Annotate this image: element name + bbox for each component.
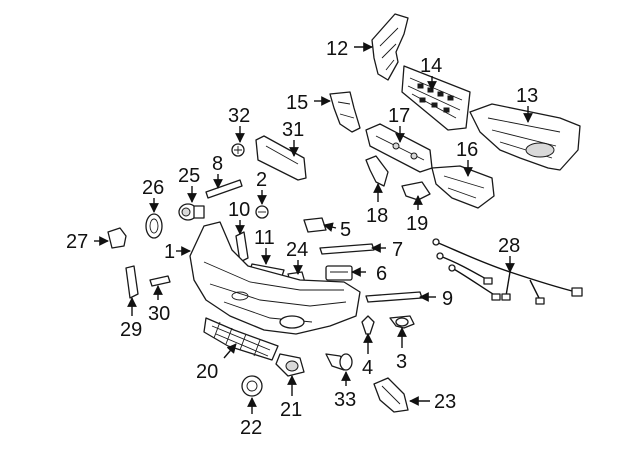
callout-30: 30: [148, 303, 170, 325]
callout-1: 1: [164, 241, 175, 263]
callout-7: 7: [392, 239, 403, 261]
part-33-fog-lamp: [325, 353, 353, 371]
part-3-rivet: [389, 315, 415, 329]
part-2-bolt: [255, 205, 269, 219]
part-12-bracket: [371, 13, 409, 81]
part-9-molding: [365, 291, 423, 303]
part-1-bumper-cover: [189, 221, 361, 335]
callout-23: 23: [434, 391, 456, 413]
callout-8: 8: [212, 153, 223, 175]
part-5-module: [303, 217, 327, 233]
part-32-screw: [231, 143, 245, 157]
part-19-bracket: [401, 181, 431, 201]
part-16-bracket: [431, 165, 495, 209]
callout-25: 25: [178, 165, 200, 187]
callout-13: 13: [516, 85, 538, 107]
part-25-sensor: [178, 203, 205, 221]
part-7-molding: [319, 243, 375, 255]
part-26-ring: [145, 213, 163, 239]
callout-19: 19: [406, 213, 428, 235]
callout-33: 33: [334, 389, 356, 411]
callout-28: 28: [498, 235, 520, 257]
part-21-fog-trim: [275, 353, 305, 377]
callout-16: 16: [456, 139, 478, 161]
part-27-clip: [107, 227, 127, 249]
callout-17: 17: [388, 105, 410, 127]
callout-15: 15: [286, 92, 308, 114]
callout-24: 24: [286, 239, 308, 261]
callout-21: 21: [280, 399, 302, 421]
callout-3: 3: [396, 351, 407, 373]
part-23-bracket: [373, 377, 409, 413]
part-15-bracket: [329, 91, 361, 133]
callout-10: 10: [228, 199, 250, 221]
part-22-ring: [241, 375, 263, 397]
callout-12: 12: [326, 38, 348, 60]
part-31-plate: [255, 135, 307, 181]
part-13-absorber: [469, 103, 581, 171]
part-8-strip: [205, 179, 243, 199]
callout-2: 2: [256, 169, 267, 191]
callout-26: 26: [142, 177, 164, 199]
callout-6: 6: [376, 263, 387, 285]
part-30-clip: [149, 275, 171, 287]
callout-labels: 1 2 3 4 5 6 7 8 9 10 11 12 13 14 15 16 1…: [66, 38, 538, 439]
callout-22: 22: [240, 417, 262, 439]
callout-4: 4: [362, 357, 373, 379]
callout-20: 20: [196, 361, 218, 383]
callout-9: 9: [442, 288, 453, 310]
callout-29: 29: [120, 319, 142, 341]
leader-lines: [94, 42, 533, 414]
callout-32: 32: [228, 105, 250, 127]
part-20-grille: [203, 317, 279, 361]
part-18-bracket: [365, 155, 389, 187]
callout-14: 14: [420, 55, 442, 77]
part-4-clip: [361, 315, 375, 335]
part-14-reinforcement: [401, 65, 471, 131]
part-6-module: [325, 265, 353, 281]
callout-27: 27: [66, 231, 88, 253]
part-29-bracket: [125, 265, 139, 299]
callout-18: 18: [366, 205, 388, 227]
callout-11: 11: [254, 227, 275, 249]
callout-5: 5: [340, 219, 351, 241]
callout-31: 31: [282, 119, 304, 141]
